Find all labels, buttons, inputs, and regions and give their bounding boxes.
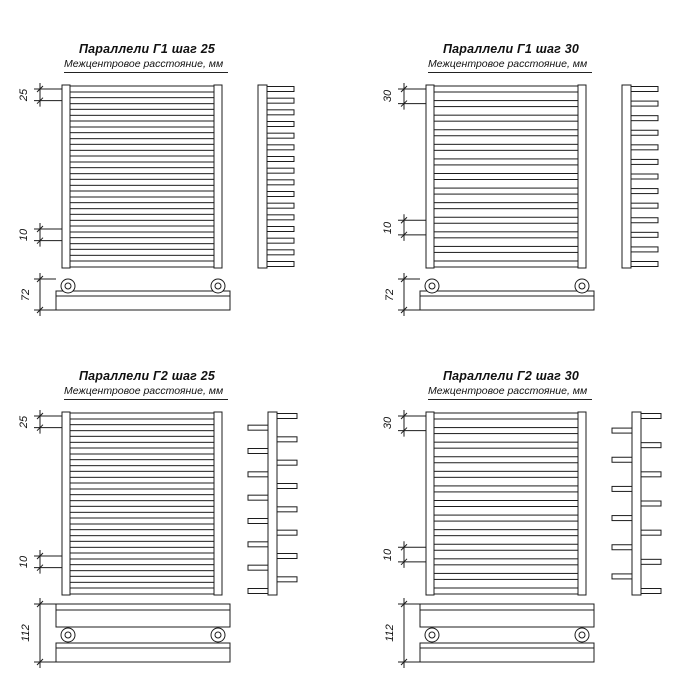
gap-dimension-label: 10 xyxy=(18,555,30,569)
center-distance-caption: Межцентровое расстояние, мм xyxy=(64,58,228,73)
gap-dimension-label: 10 xyxy=(382,221,394,235)
center-distance-caption: Межцентровое расстояние, мм xyxy=(428,58,592,73)
center-distance-caption: Межцентровое расстояние, мм xyxy=(428,385,592,400)
drawing-title: Параллели Г1 шаг 30 xyxy=(442,42,580,56)
base-depth-dimension-label: 112 xyxy=(20,624,32,642)
drawing-title: Параллели Г1 шаг 25 xyxy=(78,42,216,56)
base-depth-dimension-label: 72 xyxy=(20,288,32,302)
step-dimension-label: 30 xyxy=(382,89,394,103)
step-dimension-label: 30 xyxy=(382,416,394,430)
gap-dimension-label: 10 xyxy=(18,228,30,242)
step-dimension-label: 25 xyxy=(18,88,30,102)
center-distance-caption: Межцентровое расстояние, мм xyxy=(64,385,228,400)
drawing-title: Параллели Г2 шаг 25 xyxy=(78,369,216,383)
step-dimension-label: 25 xyxy=(18,415,30,429)
base-depth-dimension-label: 72 xyxy=(384,288,396,302)
drawing-title: Параллели Г2 шаг 30 xyxy=(442,369,580,383)
gap-dimension-label: 10 xyxy=(382,548,394,562)
base-depth-dimension-label: 112 xyxy=(384,624,396,642)
